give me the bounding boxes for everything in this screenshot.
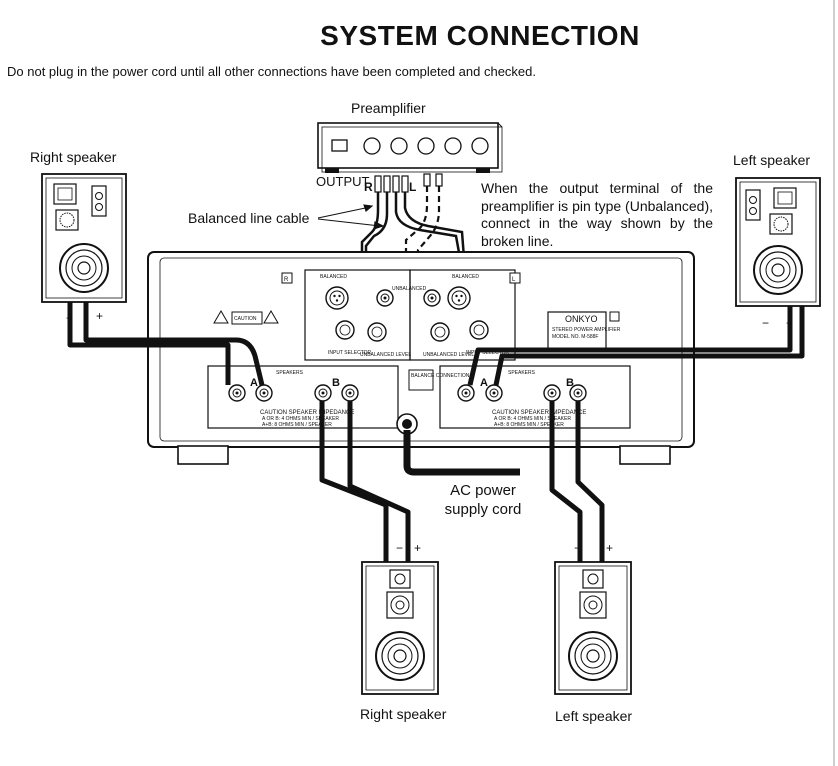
panel-badge-l: L — [512, 277, 516, 283]
left-speaker-bottom-label: Left speaker — [555, 708, 633, 724]
page-title: SYSTEM CONNECTION — [320, 20, 640, 51]
brand-label: ONKYO — [565, 314, 598, 324]
preamplifier — [317, 122, 503, 173]
terminal-b-l: B — [566, 377, 574, 389]
speakers-label-l: SPEAKERS — [508, 370, 536, 376]
cable-callout-arrows — [317, 204, 385, 230]
unbalanced-label: UNBALANCED — [392, 286, 427, 292]
left-speaker-top — [735, 177, 821, 307]
terminal-a-r: A — [250, 377, 258, 389]
speaker-cables — [67, 302, 805, 562]
caution-impedance-r: CAUTION SPEAKER IMPEDANCE — [260, 410, 354, 416]
polarity-plus-left-bottom: + — [606, 541, 614, 555]
page-edge-rule — [833, 0, 835, 766]
output-r-label: R — [364, 180, 373, 194]
model-line2: MODEL NO. M-588F — [552, 334, 599, 340]
power-amplifier: R L BALANCED BALANCED UNBALANCED INPUT S… — [147, 251, 695, 465]
unbalanced-note: When the output terminal of the preampli… — [481, 180, 713, 249]
polarity-minus-right-top: − — [66, 311, 74, 325]
ac-power-label: AC power supply cord — [444, 482, 522, 518]
input-selector-label-r: INPUT SELECTOR — [328, 350, 372, 356]
polarity-plus-right-top: + — [96, 309, 104, 323]
unbalanced-level-label-l: UNBALANCED LEVEL — [423, 352, 474, 358]
unbalanced-cables-dashed — [404, 186, 441, 262]
output-l-label: L — [409, 180, 417, 194]
caution-sticker-label: CAUTION — [234, 316, 257, 322]
panel-badge-r: R — [284, 277, 289, 283]
preamplifier-label: Preamplifier — [351, 100, 426, 116]
terminal-a-l: A — [480, 377, 488, 389]
polarity-minus-left-bottom: − — [574, 541, 582, 555]
intro-text: Do not plug in the power cord until all … — [7, 64, 537, 79]
polarity-plus-left-top: + — [786, 316, 794, 330]
right-speaker-top — [41, 173, 127, 303]
ac-power-cord — [403, 430, 520, 476]
impedance-r-line1: A OR B: 4 OHMS MIN / SPEAKER — [262, 416, 339, 422]
balanced-label-l: BALANCED — [452, 274, 479, 280]
caution-impedance-l: CAUTION SPEAKER IMPEDANCE — [492, 410, 586, 416]
right-speaker-bottom — [361, 561, 439, 695]
polarity-minus-right-bottom: − — [396, 541, 404, 555]
output-label: OUTPUT — [316, 174, 370, 189]
model-line1: STEREO POWER AMPLIFIER — [552, 327, 621, 333]
polarity-plus-right-bottom: + — [414, 541, 422, 555]
speakers-label-r: SPEAKERS — [276, 370, 304, 376]
terminal-b-r: B — [332, 377, 340, 389]
balanced-label-r: BALANCED — [320, 274, 347, 280]
right-speaker-bottom-label: Right speaker — [360, 706, 447, 722]
left-speaker-top-label: Left speaker — [733, 152, 811, 168]
unbalanced-level-label-r: UNBALANCED LEVEL — [360, 352, 411, 358]
impedance-r-line2: A+B: 8 OHMS MIN / SPEAKER — [262, 422, 332, 428]
impedance-l-line1: A OR B: 4 OHMS MIN / SPEAKER — [494, 416, 571, 422]
impedance-l-line2: A+B: 8 OHMS MIN / SPEAKER — [494, 422, 564, 428]
polarity-minus-left-top: − — [762, 316, 770, 330]
right-speaker-top-label: Right speaker — [30, 149, 117, 165]
left-speaker-bottom — [554, 561, 632, 695]
input-selector-label-l: INPUT SELECTOR — [466, 350, 510, 356]
balanced-line-cable-label: Balanced line cable — [188, 210, 310, 226]
